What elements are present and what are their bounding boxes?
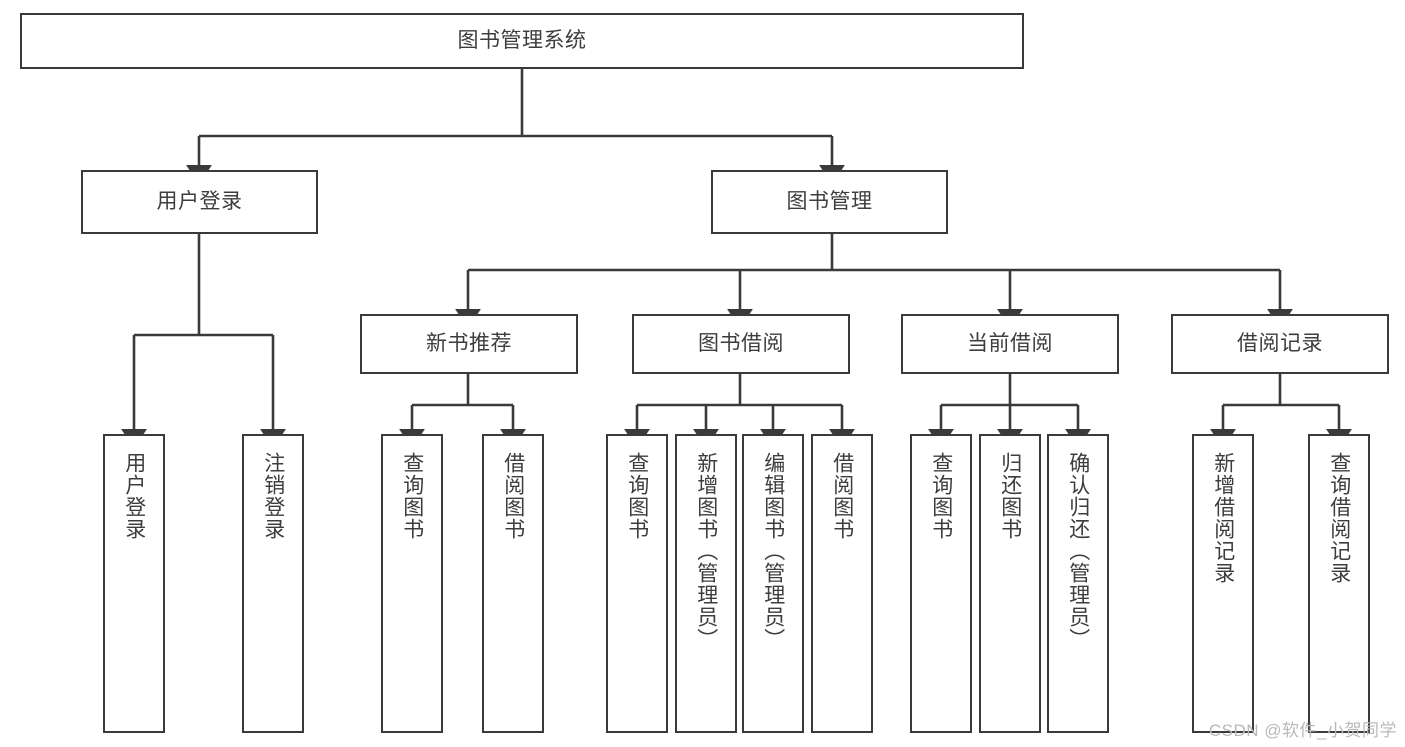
node-new-book-recommend[interactable]: 新书推荐 [360, 314, 578, 374]
leaf-confirm-return-admin-label: 确认归还（管理员） [1066, 452, 1090, 650]
leaf-add-borrow-record[interactable]: 新增借阅记录 [1192, 434, 1254, 733]
node-current-borrow-label: 当前借阅 [967, 331, 1053, 355]
node-borrow-record-label: 借阅记录 [1237, 331, 1323, 355]
leaf-borrow-book[interactable]: 借阅图书 [811, 434, 873, 733]
node-book-borrow[interactable]: 图书借阅 [632, 314, 850, 374]
node-root-label: 图书管理系统 [457, 28, 587, 52]
leaf-query-book-current-label: 查询图书 [929, 452, 953, 540]
leaf-add-book-admin-label: 新增图书（管理员） [694, 452, 718, 650]
leaf-edit-book-admin[interactable]: 编辑图书（管理员） [742, 434, 804, 733]
node-user-login[interactable]: 用户登录 [81, 170, 318, 234]
node-root[interactable]: 图书管理系统 [20, 13, 1024, 69]
leaf-query-book-new-label: 查询图书 [400, 452, 424, 540]
leaf-return-book-label: 归还图书 [998, 452, 1022, 540]
node-new-book-recommend-label: 新书推荐 [426, 331, 512, 355]
leaf-query-book-borrow-label: 查询图书 [625, 452, 649, 540]
leaf-add-borrow-record-label: 新增借阅记录 [1211, 452, 1235, 584]
node-book-borrow-label: 图书借阅 [698, 331, 784, 355]
leaf-logout[interactable]: 注销登录 [242, 434, 304, 733]
node-current-borrow[interactable]: 当前借阅 [901, 314, 1119, 374]
leaf-user-login[interactable]: 用户登录 [103, 434, 165, 733]
leaf-logout-label: 注销登录 [261, 452, 285, 540]
node-user-login-label: 用户登录 [156, 189, 243, 213]
leaf-query-book-new[interactable]: 查询图书 [381, 434, 443, 733]
leaf-query-borrow-record-label: 查询借阅记录 [1327, 452, 1351, 584]
leaf-edit-book-admin-label: 编辑图书（管理员） [761, 452, 785, 650]
leaf-query-book-borrow[interactable]: 查询图书 [606, 434, 668, 733]
node-book-manage-label: 图书管理 [786, 189, 873, 213]
watermark: CSDN @软件_小贺同学 [1208, 721, 1397, 740]
leaf-query-borrow-record[interactable]: 查询借阅记录 [1308, 434, 1370, 733]
leaf-borrow-book-label: 借阅图书 [830, 452, 854, 540]
node-book-manage[interactable]: 图书管理 [711, 170, 948, 234]
leaf-confirm-return-admin[interactable]: 确认归还（管理员） [1047, 434, 1109, 733]
leaf-user-login-label: 用户登录 [122, 452, 146, 540]
leaf-borrow-book-new-label: 借阅图书 [501, 452, 525, 540]
leaf-borrow-book-new[interactable]: 借阅图书 [482, 434, 544, 733]
leaf-add-book-admin[interactable]: 新增图书（管理员） [675, 434, 737, 733]
leaf-query-book-current[interactable]: 查询图书 [910, 434, 972, 733]
node-borrow-record[interactable]: 借阅记录 [1171, 314, 1389, 374]
leaf-return-book[interactable]: 归还图书 [979, 434, 1041, 733]
